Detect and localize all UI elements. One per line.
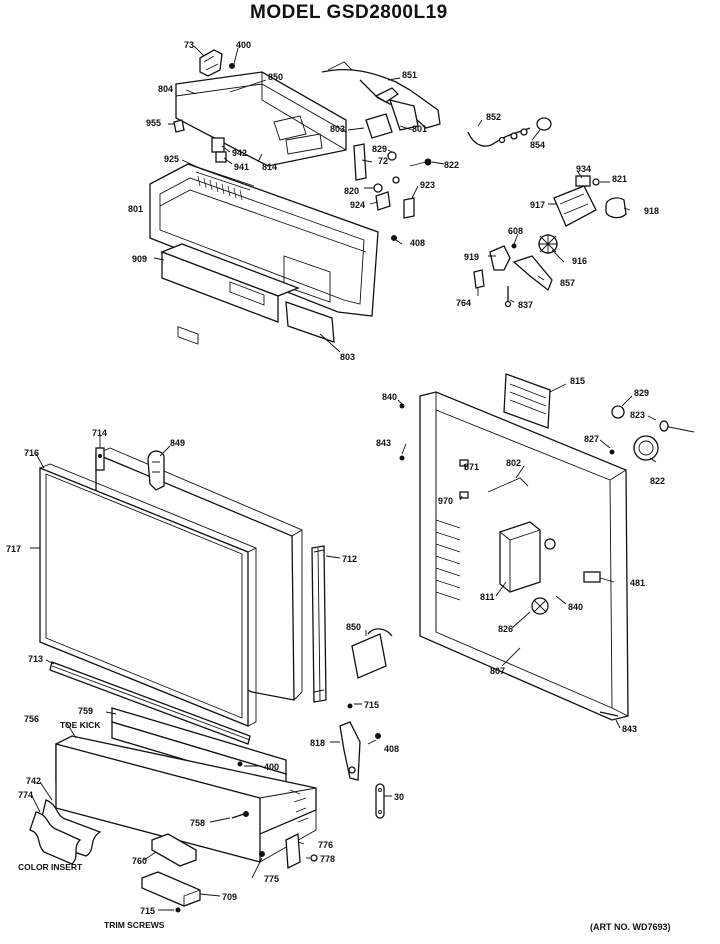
art-number: (ART NO. WD7693) [590,922,671,932]
part-label-843-top: 843 [376,438,391,448]
part-label-803-top: 803 [330,124,345,134]
part-label-941: 941 [234,162,249,172]
part-label-758: 758 [190,818,205,828]
part-label-400-bottom: 400 [264,762,279,772]
part-label-840-bottom: 840 [568,602,583,612]
part-label-871: 871 [464,462,479,472]
part-label-73: 73 [184,40,194,50]
part-label-942: 942 [232,148,247,158]
part-label-717: 717 [6,544,21,554]
part-label-400-top: 400 [236,40,251,50]
part-label-742: 742 [26,776,41,786]
part-label-849: 849 [170,438,185,448]
part-label-851: 851 [402,70,417,80]
part-label-759: 759 [78,706,93,716]
part-label-72: 72 [378,156,388,166]
part-label-715-mid: 715 [364,700,379,710]
part-label-901: 801 [128,204,143,214]
part-label-909: 909 [132,254,147,264]
part-label-608: 608 [508,226,523,236]
part-label-756: 756 [24,714,39,724]
part-label-778: 778 [320,854,335,864]
part-label-919: 919 [464,252,479,262]
part-label-774: 774 [18,790,33,800]
part-label-481: 481 [630,578,645,588]
part-label-776: 776 [318,840,333,850]
part-label-917: 917 [530,200,545,210]
part-label-837: 837 [518,300,533,310]
part-label-712: 712 [342,554,357,564]
part-label-714: 714 [92,428,107,438]
part-number-labels: 73 400 850 851 804 955 803 801 852 854 9… [6,40,665,930]
part-label-715-bottom: 715 [140,906,155,916]
part-label-829-right: 829 [634,388,649,398]
part-label-970: 970 [438,496,453,506]
part-label-827: 827 [584,434,599,444]
part-label-802: 802 [506,458,521,468]
part-label-803-bottom: 803 [340,352,355,362]
part-label-801-top: 801 [412,124,427,134]
part-label-807: 807 [490,666,505,676]
part-label-924: 924 [350,200,365,210]
part-label-814: 814 [262,162,277,172]
part-label-840-top: 840 [382,392,397,402]
part-label-30: 30 [394,792,404,802]
part-label-925: 925 [164,154,179,164]
part-label-852: 852 [486,112,501,122]
part-label-713: 713 [28,654,43,664]
part-label-760: 760 [132,856,147,866]
part-label-916: 916 [572,256,587,266]
caption-color-insert: COLOR INSERT [18,862,83,872]
part-label-934: 934 [576,164,591,174]
part-label-829-top: 829 [372,144,387,154]
part-label-821: 821 [612,174,627,184]
outer-door-assembly [29,447,327,913]
part-label-764: 764 [456,298,471,308]
part-label-815: 815 [570,376,585,386]
model-title: MODEL GSD2800L19 [250,2,448,23]
hinge-parts [339,628,393,819]
part-label-709: 709 [222,892,237,902]
part-label-857: 857 [560,278,575,288]
leader-lines [30,45,657,911]
part-label-850-top: 850 [268,72,283,82]
part-label-923: 923 [420,180,435,190]
part-label-775: 775 [264,874,279,884]
part-label-820: 820 [344,186,359,196]
part-label-850-bottom: 850 [346,622,361,632]
part-label-918: 918 [644,206,659,216]
part-label-955: 955 [146,118,161,128]
part-label-818: 818 [310,738,325,748]
inner-door-assembly [399,373,695,721]
part-label-854: 854 [530,140,545,150]
caption-trim-screws: TRIM SCREWS [104,920,165,930]
part-label-823: 823 [630,410,645,420]
part-label-826: 826 [498,624,513,634]
part-label-408-top: 408 [410,238,425,248]
part-label-822-top: 822 [444,160,459,170]
control-panel-assembly [149,49,627,345]
caption-toe-kick: TOE KICK [60,720,101,730]
part-label-804: 804 [158,84,173,94]
part-label-408-bottom: 408 [384,744,399,754]
part-label-822-right: 822 [650,476,665,486]
part-label-843-bottom: 843 [622,724,637,734]
part-label-811: 811 [480,592,495,602]
part-label-716: 716 [24,448,39,458]
